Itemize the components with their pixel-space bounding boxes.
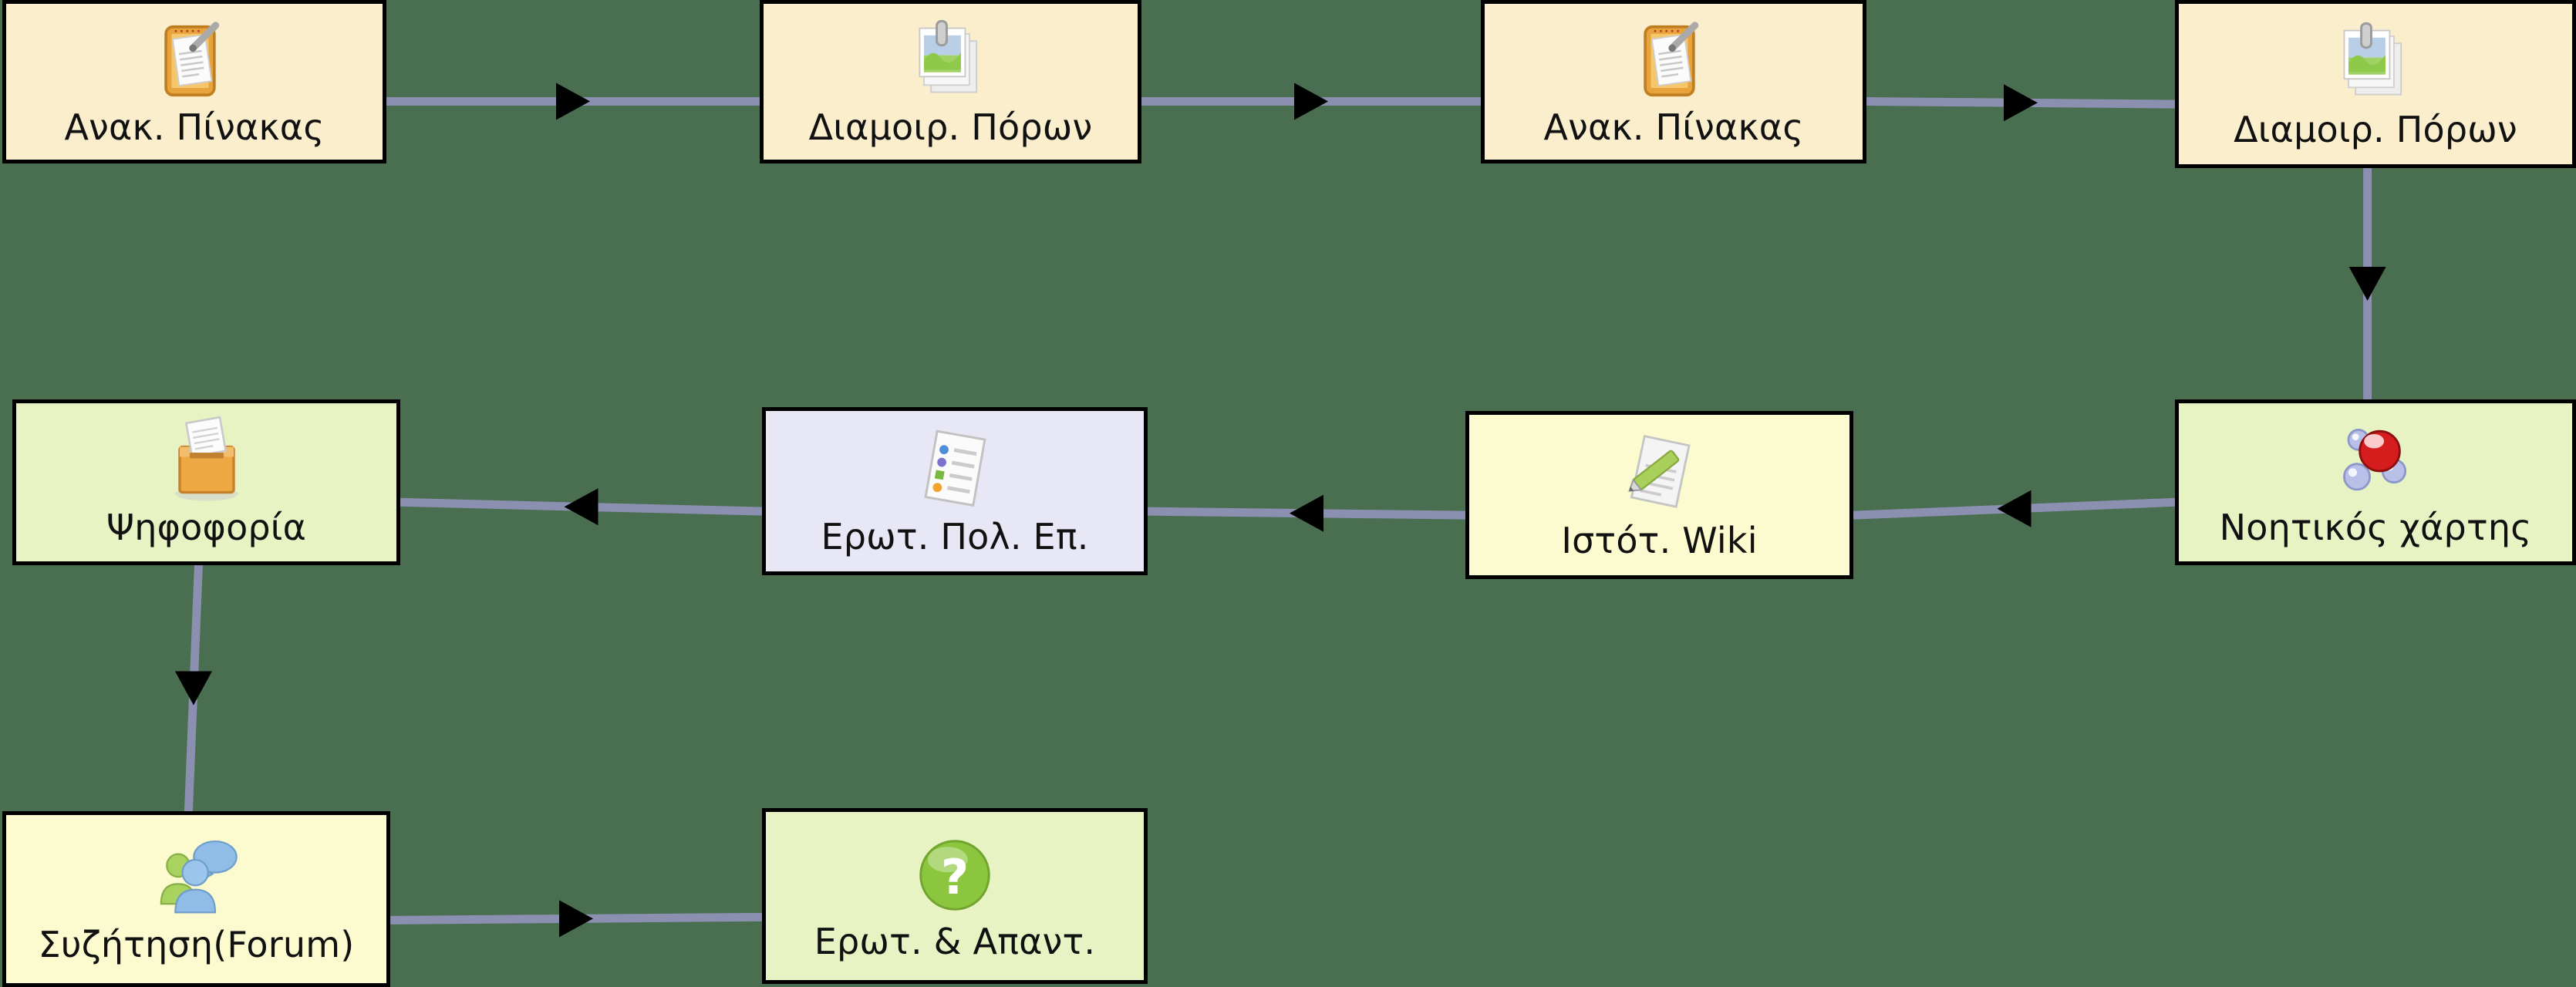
node-multiple-choice[interactable]: Ερωτ. Πολ. Επ. — [762, 407, 1148, 575]
node-poll[interactable]: Ψηφοφορία — [12, 399, 400, 565]
node-forum[interactable]: Συζήτηση(Forum) — [2, 811, 390, 987]
document-pencil-icon — [1613, 428, 1706, 520]
svg-text:?: ? — [941, 849, 969, 905]
node-resource-share-2[interactable]: Διαμοιρ. Πόρων — [2175, 0, 2576, 168]
node-label: Ανακ. Πίνακας — [64, 106, 325, 148]
clipboard-pen-icon — [1627, 15, 1720, 107]
checklist-document-icon — [909, 424, 1001, 517]
stacked-photo-notes-icon — [905, 15, 997, 107]
node-label: Νοητικός χάρτης — [2219, 507, 2532, 549]
node-label: Ιστότ. Wiki — [1561, 519, 1758, 561]
people-chat-icon — [150, 832, 243, 925]
node-board-1[interactable]: Ανακ. Πίνακας — [2, 0, 386, 163]
node-mind-map[interactable]: Νοητικός χάρτης — [2175, 399, 2576, 565]
node-label: Ερωτ. & Απαντ. — [814, 920, 1096, 962]
node-label: Διαμοιρ. Πόρων — [808, 106, 1093, 148]
ballot-box-icon — [160, 415, 253, 507]
molecule-icon — [2329, 415, 2422, 507]
stacked-photo-notes-icon — [2329, 17, 2422, 109]
node-qa[interactable]: ? Ερωτ. & Απαντ. — [762, 808, 1148, 984]
node-wiki[interactable]: Ιστότ. Wiki — [1465, 411, 1853, 579]
node-resource-share-1[interactable]: Διαμοιρ. Πόρων — [760, 0, 1141, 163]
node-label: Συζήτηση(Forum) — [38, 923, 355, 965]
node-label: Ερωτ. Πολ. Επ. — [821, 515, 1089, 558]
node-board-2[interactable]: Ανακ. Πίνακας — [1481, 0, 1866, 163]
node-label: Ψηφοφορία — [106, 507, 307, 549]
node-label: Διαμοιρ. Πόρων — [2234, 108, 2517, 150]
node-label: Ανακ. Πίνακας — [1543, 106, 1804, 148]
green-question-icon: ? — [909, 829, 1001, 921]
clipboard-pen-icon — [148, 15, 241, 107]
